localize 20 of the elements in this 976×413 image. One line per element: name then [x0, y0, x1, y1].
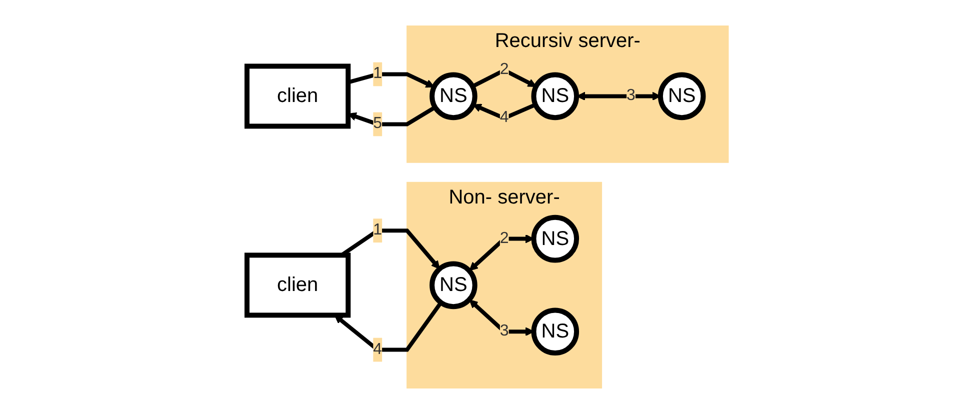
arrow — [334, 300, 443, 352]
edge-label: 3 — [626, 86, 636, 104]
edge-label: 1 — [374, 64, 382, 82]
edge-label: 2 — [500, 229, 510, 246]
edge-label: 1 — [374, 221, 382, 238]
edge-label: 3 — [500, 322, 510, 340]
node-circle: NS — [430, 260, 478, 309]
edge-label: 4 — [374, 340, 382, 358]
edge-label: 2 — [500, 60, 510, 78]
arrow — [340, 228, 440, 269]
node-circle: NS — [430, 72, 478, 120]
edge-label: 4 — [500, 108, 510, 126]
node-box: clien — [244, 63, 352, 128]
edge-label: 5 — [374, 114, 382, 132]
node-circle: NS — [532, 214, 580, 262]
node-circle: NS — [658, 72, 706, 120]
node-circle: NS — [532, 72, 580, 120]
node-circle: NS — [532, 307, 580, 355]
arrow — [473, 102, 537, 120]
node-box: clien — [244, 252, 352, 318]
